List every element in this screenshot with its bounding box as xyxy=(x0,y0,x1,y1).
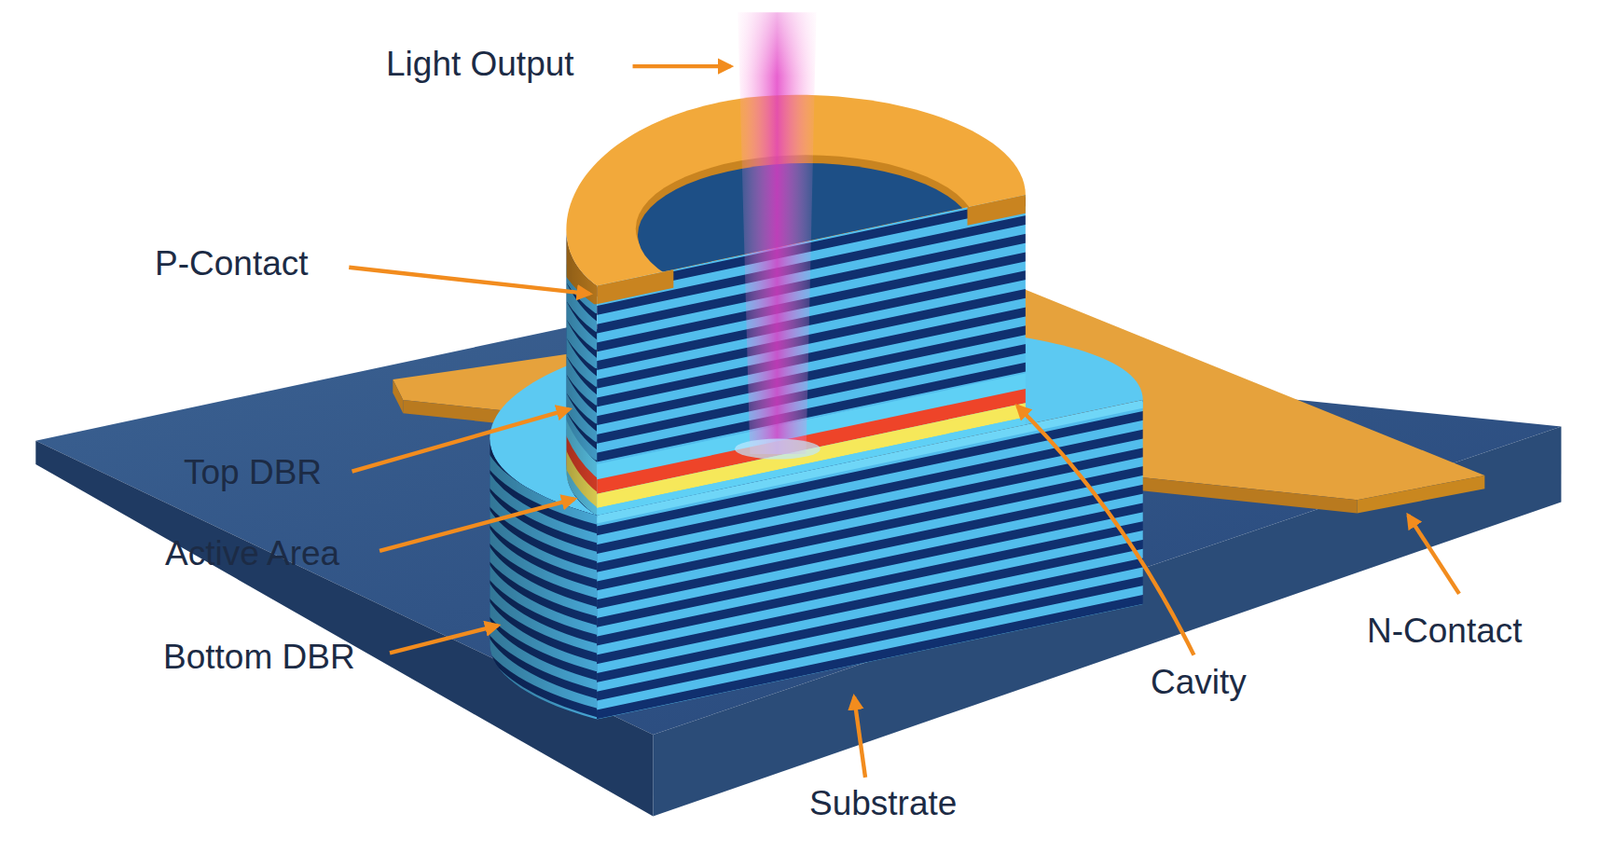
leader-arrow xyxy=(379,498,575,552)
leader-arrow xyxy=(1407,515,1460,594)
beam xyxy=(737,12,816,455)
beam-glow xyxy=(734,439,821,460)
part-label: P-Contact xyxy=(154,246,309,281)
beam-fade xyxy=(729,4,827,77)
active-layer xyxy=(596,402,1026,509)
leader-arrow xyxy=(854,696,866,777)
leader-arrow xyxy=(348,267,590,294)
leader-arrow xyxy=(389,625,498,654)
p-contact-front xyxy=(596,269,674,304)
part-label: Active Area xyxy=(165,536,340,571)
leader-arrow xyxy=(1017,406,1194,656)
part-label: Top DBR xyxy=(183,455,322,490)
leader-arrow xyxy=(633,64,732,69)
leader-arrows xyxy=(348,66,1460,778)
part-label: Cavity xyxy=(1150,664,1247,700)
part-label: Bottom DBR xyxy=(163,639,356,675)
part-label: Light Output xyxy=(386,46,575,82)
active-layer xyxy=(596,388,1026,495)
part-label: Substrate xyxy=(809,786,957,821)
n-contact-end xyxy=(1357,475,1486,513)
n-contact-end xyxy=(392,379,403,414)
part-label: N-Contact xyxy=(1366,613,1523,649)
leader-arrow xyxy=(352,409,570,472)
cavity-spacer xyxy=(596,417,1026,516)
p-contact-front xyxy=(966,194,1025,226)
light-beam xyxy=(729,4,827,459)
